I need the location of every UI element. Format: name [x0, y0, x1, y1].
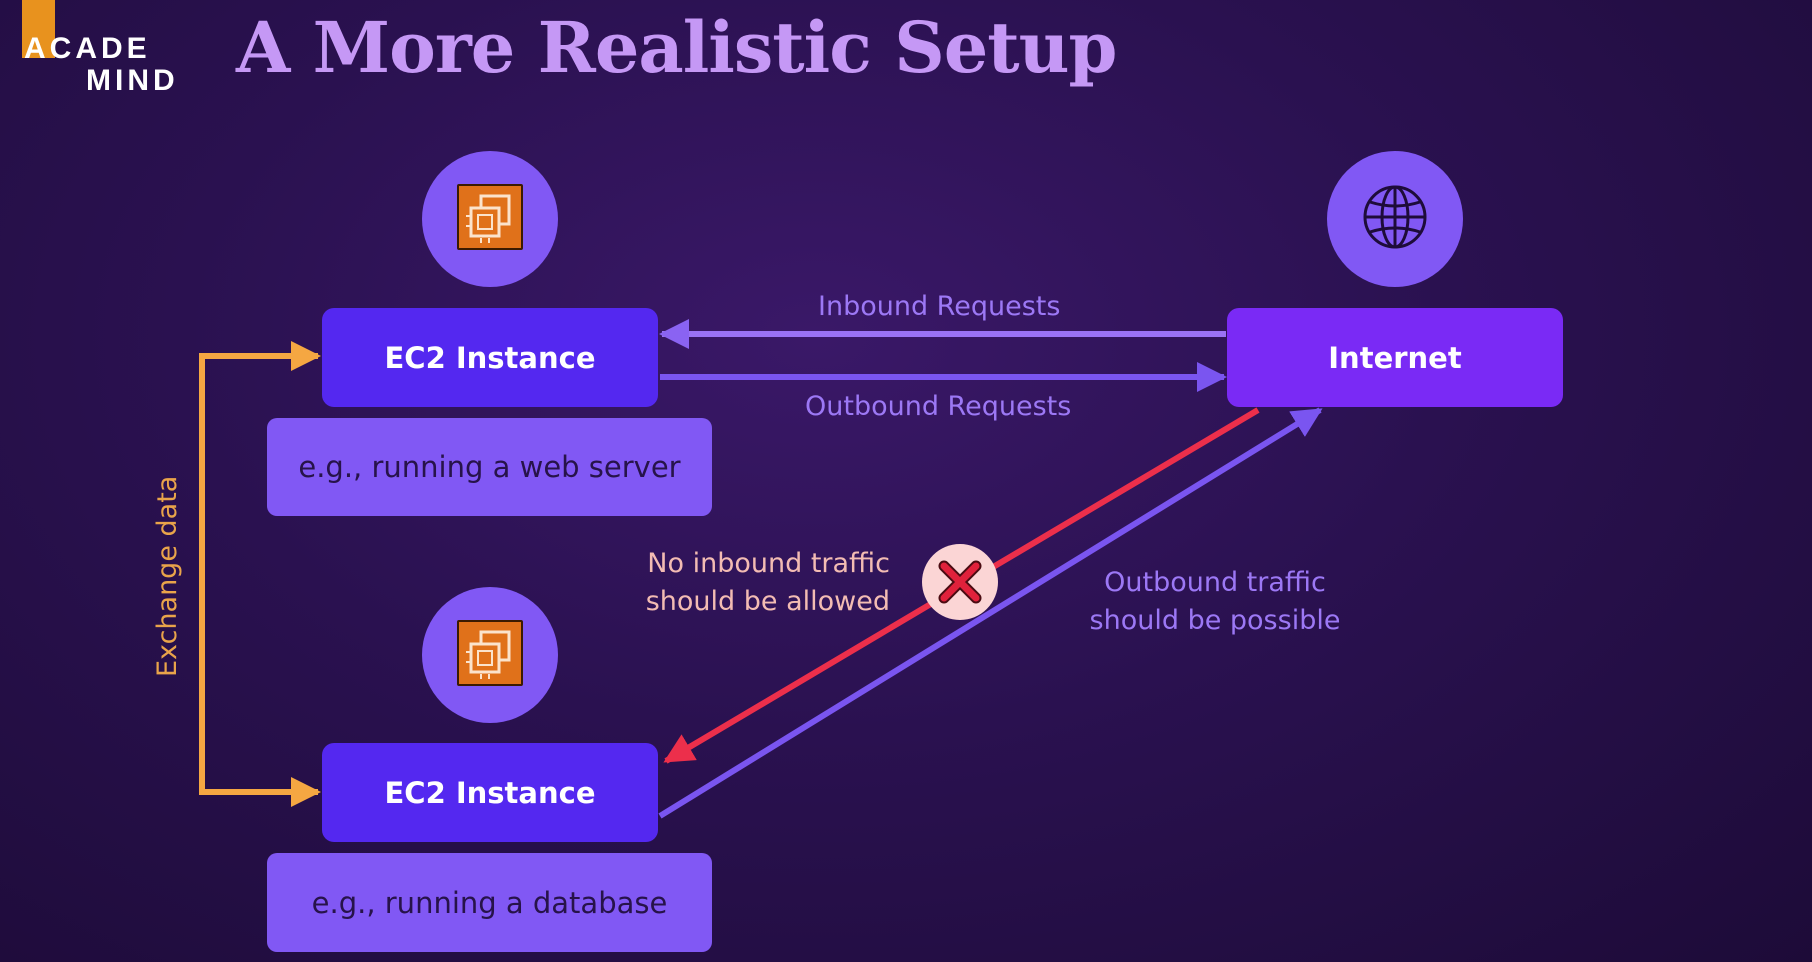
- slide-title: A More Realistic Setup: [236, 6, 1117, 89]
- ec2-instance-top[interactable]: EC2 Instance: [322, 308, 658, 407]
- no-inbound-label: No inbound traffic should be allowed: [610, 545, 890, 621]
- ec2-bottom-icon-circle: [422, 587, 558, 723]
- no-inbound-label-line-1: No inbound traffic: [647, 548, 890, 579]
- internet-box[interactable]: Internet: [1227, 308, 1563, 407]
- ec2-top-description: e.g., running a web server: [267, 418, 712, 516]
- ec2-bottom-description: e.g., running a database: [267, 853, 712, 952]
- outbound-requests-label: Outbound Requests: [805, 391, 1072, 422]
- ec2-chip-icon: [457, 620, 523, 686]
- outbound-traffic-label: Outbound traffic should be possible: [1070, 564, 1360, 640]
- allowed-outbound-arrow: [658, 407, 1323, 819]
- logo-line-2: MIND: [86, 64, 179, 97]
- exchange-data-arrow: [199, 341, 321, 807]
- outbound-traffic-label-line-1: Outbound traffic: [1104, 567, 1326, 598]
- inbound-requests-label: Inbound Requests: [818, 291, 1061, 322]
- cross-icon: [922, 544, 998, 620]
- globe-icon: [1362, 184, 1428, 250]
- ec2-chip-icon: [457, 184, 523, 250]
- exchange-data-label: Exchange data: [152, 475, 183, 677]
- ec2-top-icon-circle: [422, 151, 558, 287]
- no-inbound-label-line-2: should be allowed: [645, 586, 890, 617]
- ec2-instance-bottom[interactable]: EC2 Instance: [322, 743, 658, 842]
- outbound-traffic-label-line-2: should be possible: [1089, 605, 1341, 636]
- logo-line-1: ACADE: [24, 32, 151, 65]
- logo-tab: [22, 0, 55, 58]
- internet-icon-circle: [1327, 151, 1463, 287]
